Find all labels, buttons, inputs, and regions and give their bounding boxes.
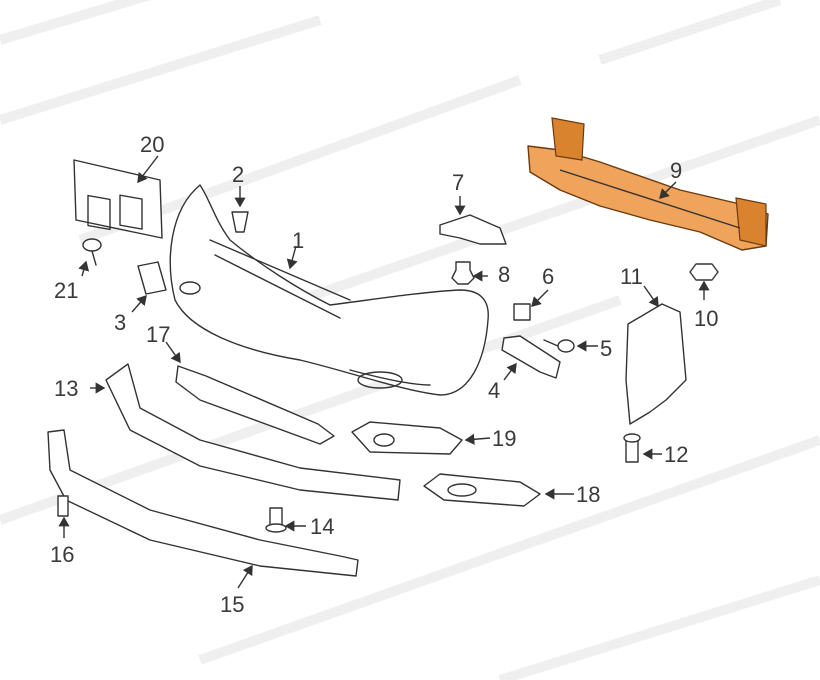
fog-bezel-part-18 [423, 473, 541, 507]
callout-21: 21 [54, 278, 78, 303]
callout-11: 11 [620, 264, 643, 289]
bolt-part-12 [623, 433, 641, 463]
callout-4: 4 [488, 378, 500, 403]
bumper-reinforcement-part [527, 117, 769, 251]
bracket-part-7 [439, 214, 507, 245]
callout-5: 5 [600, 336, 612, 361]
callout-1: 1 [292, 228, 304, 253]
callout-18: 18 [576, 482, 600, 507]
leader-lines [58, 155, 710, 589]
lower-spoiler-part-13 [105, 363, 401, 501]
callout-7: 7 [452, 170, 464, 195]
callout-19: 19 [492, 426, 516, 451]
clip-part-8 [451, 261, 475, 285]
callout-12: 12 [664, 442, 688, 467]
fog-bezel-part-19 [351, 421, 463, 455]
bolt-part-10 [689, 263, 719, 281]
callout-6: 6 [542, 264, 554, 289]
callout-13: 13 [54, 376, 78, 401]
callout-16: 16 [50, 542, 74, 567]
clip-part-6 [513, 303, 531, 321]
bracket-part-4 [501, 335, 561, 379]
license-plate-bracket-part [73, 159, 163, 239]
callout-9: 9 [670, 158, 682, 183]
callout-14: 14 [310, 514, 334, 539]
callout-10: 10 [694, 306, 718, 331]
clip-part-14 [265, 507, 287, 533]
callout-17: 17 [146, 322, 170, 347]
clip-part-2 [231, 211, 249, 233]
callout-labels: 20 21 3 2 1 7 8 6 5 4 9 10 11 12 13 17 1… [50, 132, 718, 617]
callout-20: 20 [140, 132, 164, 157]
clip-part-16 [57, 495, 69, 517]
callout-2: 2 [232, 162, 244, 187]
screw-part-21 [82, 238, 102, 266]
callout-15: 15 [220, 592, 244, 617]
bumper-cover-part [169, 184, 489, 396]
bracket-part-3 [137, 261, 167, 295]
callout-3: 3 [114, 310, 126, 335]
lower-grille-part-17 [175, 365, 335, 445]
callout-8: 8 [498, 262, 510, 287]
bolt-part-5 [543, 339, 575, 353]
side-bracket-part-11 [625, 303, 687, 425]
